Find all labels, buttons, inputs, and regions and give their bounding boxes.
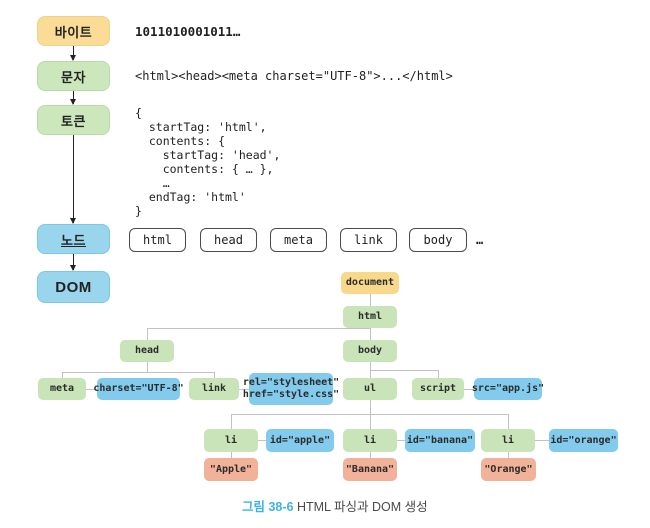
tree-attr-id-apple: id="apple" bbox=[266, 429, 334, 452]
stage-bytes-label: 바이트 bbox=[54, 24, 93, 40]
edge-script-attr bbox=[464, 389, 474, 390]
tree-text-apple: "Apple" bbox=[204, 458, 258, 481]
down-arrow-icon bbox=[70, 135, 76, 224]
stage-nodes-label: 노드 bbox=[61, 232, 86, 248]
stage-tokens: 토큰 bbox=[37, 105, 110, 135]
edge-body-branch bbox=[370, 370, 438, 371]
tree-node-document: document bbox=[341, 272, 399, 294]
stage-tokens-label: 토큰 bbox=[61, 113, 86, 129]
tree-node-li3: li bbox=[481, 429, 535, 452]
tree-attr-id-banana: id="banana" bbox=[405, 429, 475, 452]
down-arrow-icon bbox=[70, 254, 76, 271]
node-box-link: link bbox=[340, 228, 397, 252]
stage-chars: 문자 bbox=[37, 61, 110, 91]
link-attr-rel: rel="stylesheet" bbox=[242, 377, 340, 388]
edge-li3-attr bbox=[535, 440, 549, 441]
edge-meta-attr bbox=[86, 389, 97, 390]
stage-dom-label: DOM bbox=[55, 278, 92, 296]
tree-attr-src: src="app.js" bbox=[472, 378, 544, 400]
node-box-head: head bbox=[200, 228, 257, 252]
node-row-ellipsis: … bbox=[476, 233, 484, 247]
tree-node-meta: meta bbox=[38, 378, 86, 400]
edge-head-branch bbox=[62, 372, 214, 373]
chars-code: <html><head><meta charset="UTF-8">...</h… bbox=[135, 69, 453, 83]
stage-nodes: 노드 bbox=[37, 224, 110, 254]
stage-dom: DOM bbox=[37, 271, 110, 303]
tree-node-body: body bbox=[343, 340, 397, 362]
caption-text: HTML 파싱과 DOM 생성 bbox=[296, 500, 428, 514]
edge-to-link bbox=[214, 372, 215, 378]
edge-link-attr bbox=[239, 389, 249, 390]
tree-attr-link: rel="stylesheet" href="style.css" bbox=[243, 373, 339, 405]
edge-to-meta bbox=[62, 372, 63, 378]
node-box-body: body bbox=[409, 228, 467, 252]
tree-text-banana: "Banana" bbox=[343, 458, 397, 481]
edge-li1-attr bbox=[258, 440, 266, 441]
edge-to-li2 bbox=[370, 414, 371, 429]
tree-node-link: link bbox=[189, 378, 239, 400]
tree-text-orange: "Orange" bbox=[481, 458, 536, 481]
tree-attr-charset: charset="UTF-8" bbox=[93, 378, 184, 400]
stage-bytes: 바이트 bbox=[37, 16, 110, 46]
edge-ul-down bbox=[370, 400, 371, 414]
tree-node-li1: li bbox=[204, 429, 258, 452]
bytes-code: 1011010001011… bbox=[135, 24, 241, 39]
edge-li3-text bbox=[508, 452, 509, 458]
tree-attr-id-orange: id="orange" bbox=[549, 429, 618, 452]
node-box-html: html bbox=[129, 228, 186, 252]
link-attr-href: href="style.css" bbox=[242, 389, 340, 400]
edge-to-li3 bbox=[508, 414, 509, 429]
edge-li1-text bbox=[231, 452, 232, 458]
edge-to-li1 bbox=[231, 414, 232, 429]
tree-node-script: script bbox=[412, 378, 464, 400]
edge-ul-branch bbox=[231, 414, 508, 415]
down-arrow-icon bbox=[70, 46, 76, 61]
tree-node-ul: ul bbox=[343, 378, 397, 400]
edge-document-html bbox=[370, 294, 371, 306]
stage-chars-label: 문자 bbox=[61, 69, 86, 85]
edge-li2-text bbox=[370, 452, 371, 458]
tree-node-head: head bbox=[120, 340, 174, 362]
edge-to-head bbox=[147, 328, 148, 340]
figure-caption: 그림 38-6 HTML 파싱과 DOM 생성 bbox=[242, 496, 428, 515]
edge-to-body bbox=[370, 328, 371, 340]
down-arrow-icon bbox=[70, 91, 76, 105]
edge-to-script bbox=[438, 370, 439, 378]
tree-node-html: html bbox=[343, 306, 397, 328]
edge-head-down bbox=[147, 362, 148, 372]
edge-li2-attr bbox=[397, 440, 405, 441]
tree-node-li2: li bbox=[343, 429, 397, 452]
token-code-block: { startTag: 'html', contents: { startTag… bbox=[135, 106, 281, 218]
node-box-meta: meta bbox=[270, 228, 327, 252]
edge-html-branch bbox=[147, 328, 371, 329]
caption-number: 그림 38-6 bbox=[242, 500, 294, 514]
